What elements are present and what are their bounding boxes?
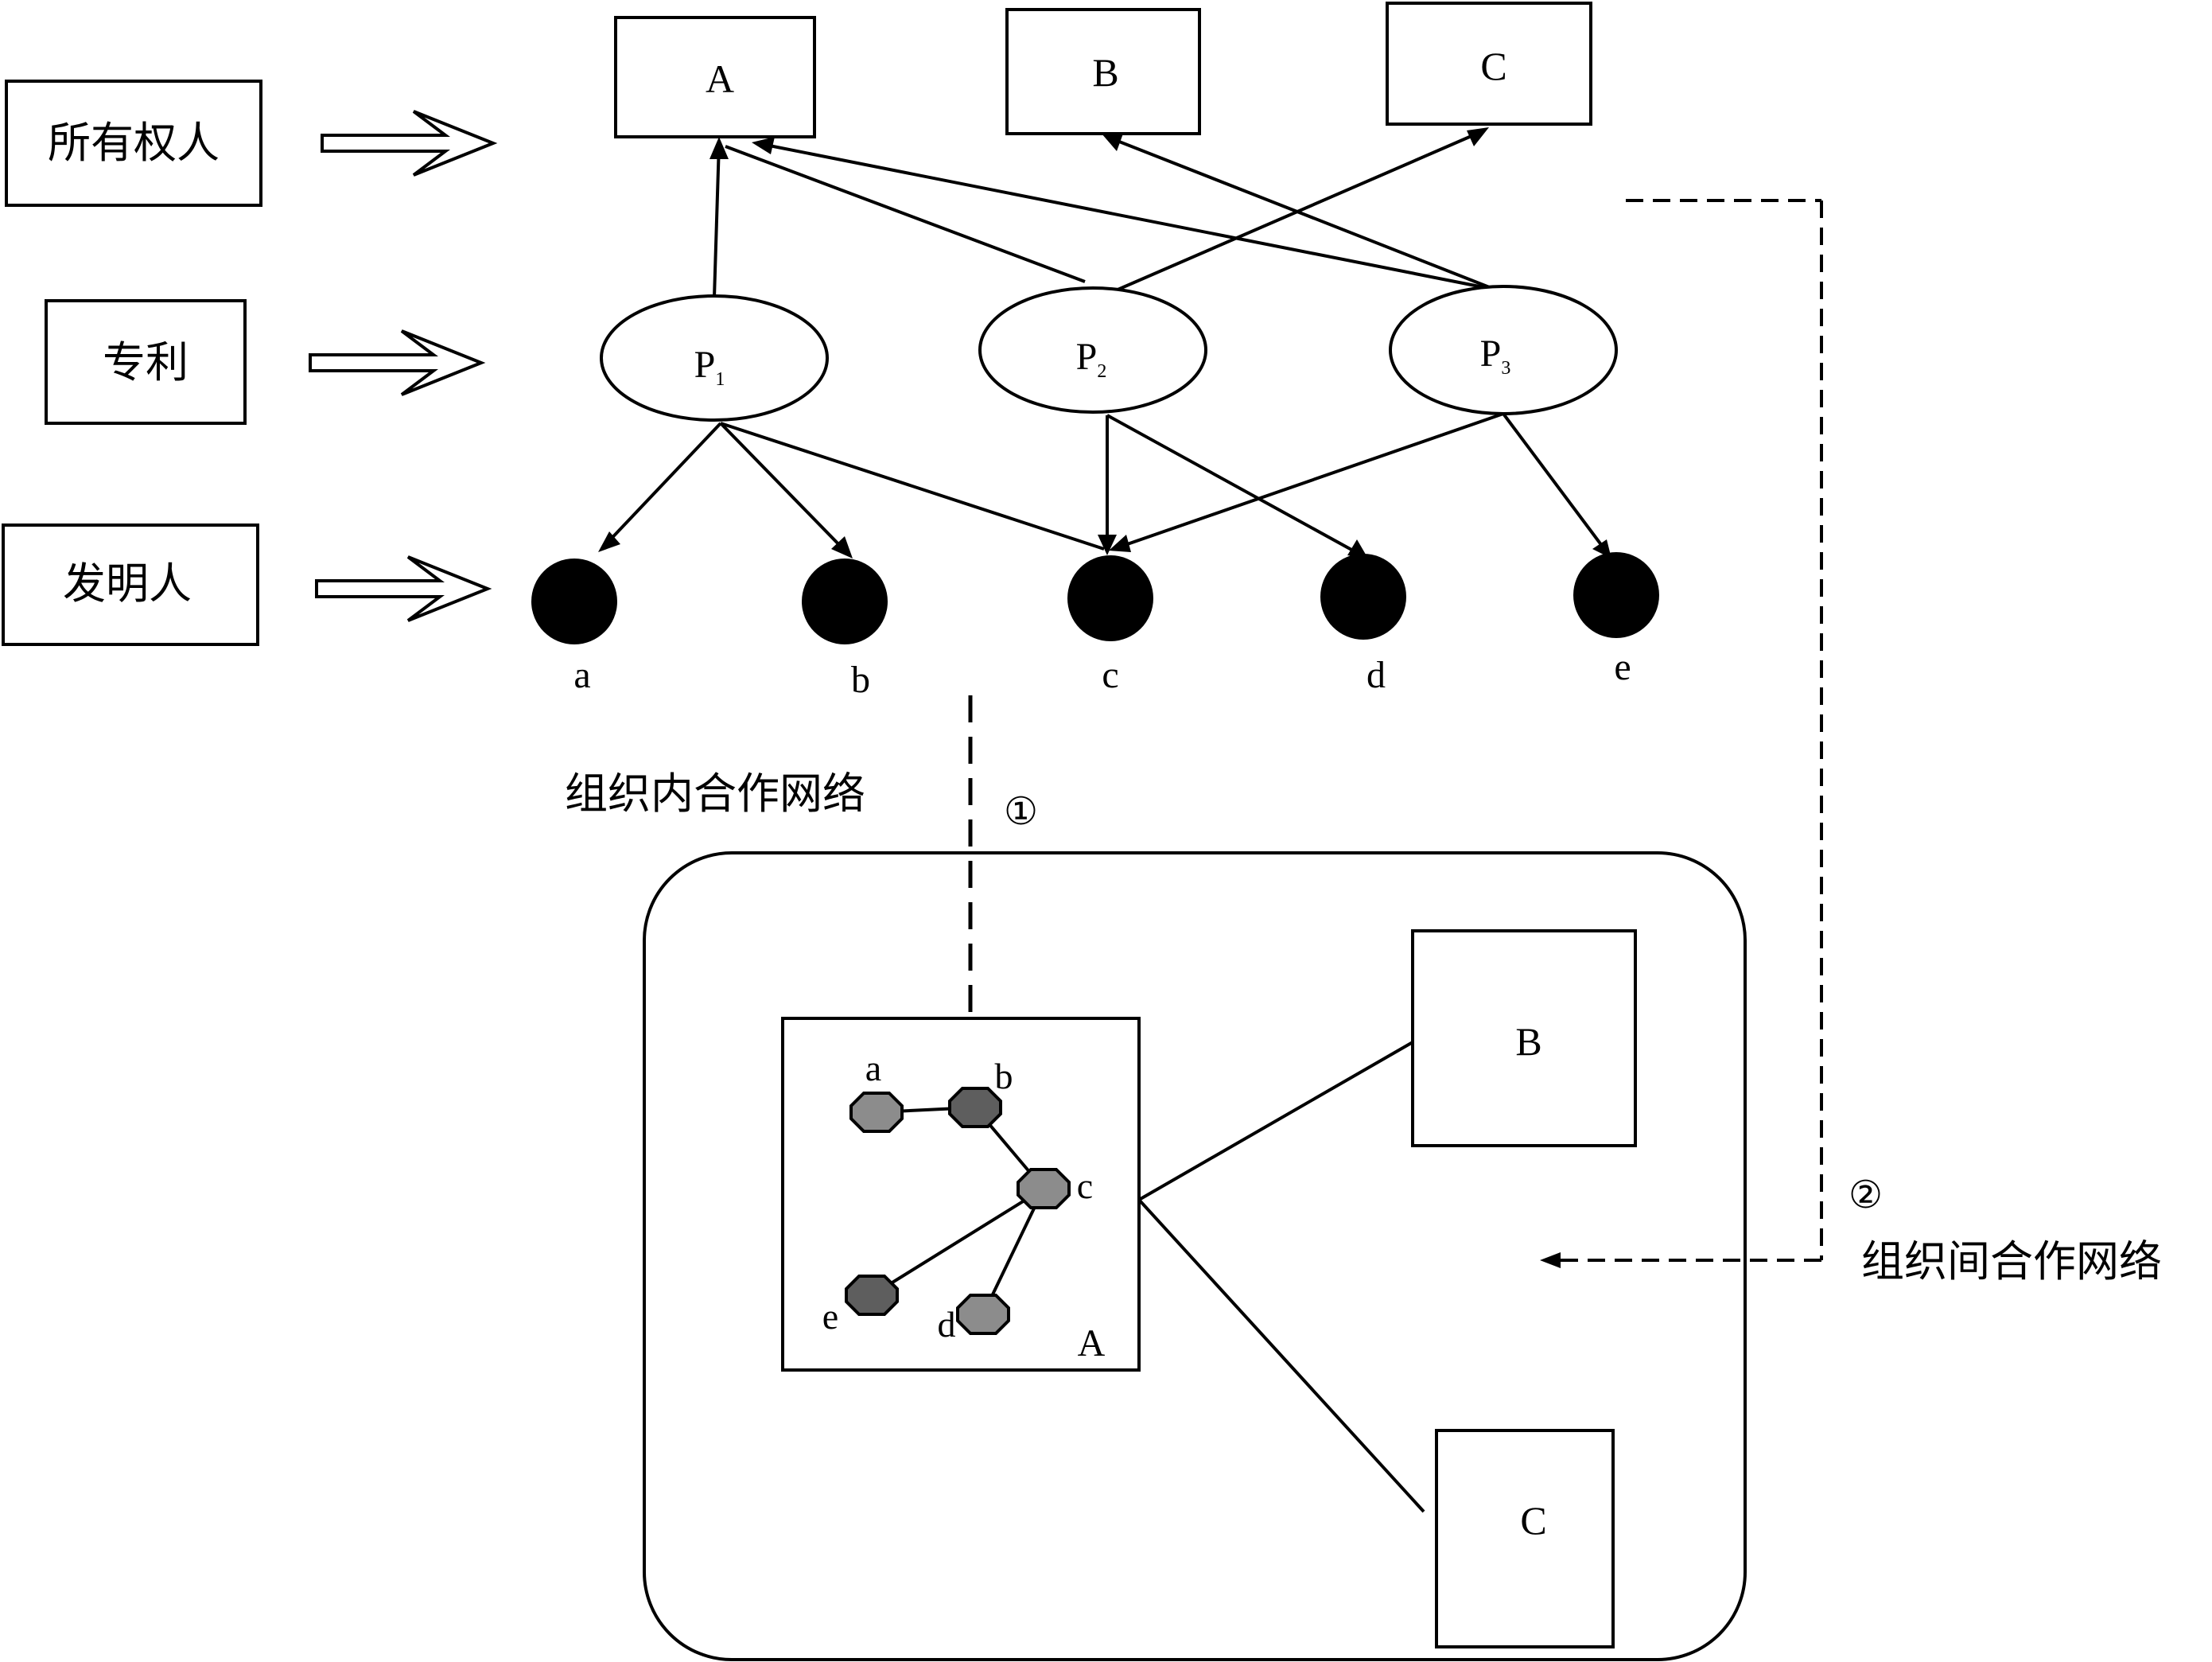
inner-org-b-label: B [1515,1019,1541,1064]
owner-box-b: B [1005,8,1201,135]
edges-patent-owner [709,127,1496,298]
network-container [643,851,1747,1661]
inventor-nodes: a b c d e [531,552,1659,701]
patent-p1-label: P1 [694,344,725,390]
edge-p3-c-inv [1113,412,1504,551]
layer-label-inventors: 发明人 [2,524,259,646]
layer-label-owners: 所有权人 [5,80,262,207]
inventor-node-e [1573,552,1659,638]
inventor-node-b [802,559,888,644]
edge-a-c [1137,1198,1425,1513]
patent-p2-label: P2 [1076,336,1107,382]
intra-network-label: 组织内合作网络 [565,769,865,819]
owner-label-c: C [1480,44,1506,88]
edge-p2-d-inv [1106,414,1363,557]
owner-label-a: A [706,56,734,101]
edges-patent-inventor [598,412,1611,559]
intra-network-marker: ① [1004,789,1038,834]
arrowhead-p3-a [752,137,775,154]
dashed-arrow-intra: 组织内合作网络 ① [565,695,1038,1061]
inventor-node-c [1067,555,1153,641]
edge-a-b [1138,1041,1413,1201]
inter-network-label: 组织间合作网络 [1861,1236,2162,1286]
layer-label-patents: 专利 [45,299,247,425]
hollow-arrow-owners [321,110,498,177]
inventor-label-b: b [851,659,870,701]
edge-node-c-e [870,1187,1045,1297]
patent-p3: P3 [1389,285,1618,415]
arrowhead-p2-c [1467,127,1489,146]
patent-p2: P2 [978,286,1207,414]
hollow-arrow-inventors [315,555,492,622]
edge-node-c-d [982,1188,1045,1315]
intra-node-label-b: b [995,1056,1013,1096]
edge-p3-a [756,142,1496,291]
inventor-label-c: c [1102,654,1118,696]
dashed-arrow-inter [1559,199,1823,1262]
edge-p1-a-inv [603,422,722,547]
intra-node-d [956,1294,1010,1335]
inner-org-a: A a b c e d [781,1017,1141,1372]
edge-p1-c-inv [720,422,1105,551]
inventor-node-d [1320,554,1406,640]
owner-box-c: C [1386,2,1592,126]
owners-label-text: 所有权人 [48,118,220,168]
intra-node-label-e: e [822,1296,838,1337]
inventor-label-d: d [1366,654,1386,696]
inner-org-b: B [1411,929,1637,1147]
inner-org-c: C [1435,1429,1615,1648]
patent-p1: P1 [600,294,829,422]
inter-network-marker: ② [1849,1173,1883,1217]
inventors-label-text: 发明人 [63,559,192,609]
edge-p1-b-inv [719,422,848,554]
arrowhead-p3-b [1102,134,1123,151]
hollow-arrow-patents [309,329,486,396]
inner-org-c-label: C [1520,1498,1546,1543]
edge-p1-a [713,142,721,298]
dashed-arrowhead-inter [1540,1252,1561,1268]
edge-p3-e-inv [1502,412,1608,554]
inner-org-a-label: A [1078,1322,1106,1364]
intra-node-e [845,1275,899,1316]
edge-p3-b [1106,135,1496,291]
inventor-label-a: a [573,654,590,696]
intra-node-label-d: d [938,1304,956,1345]
intra-node-c [1017,1168,1071,1209]
owner-label-b: B [1092,50,1118,95]
edge-p2-a [725,145,1086,283]
arrowhead-p1-a [709,137,729,159]
intra-node-a [849,1092,904,1133]
owner-box-a: A [614,16,816,138]
intra-node-label-c: c [1077,1166,1093,1206]
inventor-node-a [531,559,617,644]
intra-node-label-a: a [865,1048,881,1088]
patent-p3-label: P3 [1480,333,1511,379]
inter-org-edges [1137,1041,1425,1513]
patents-label-text: 专利 [103,337,189,387]
inventor-label-e: e [1614,646,1631,688]
intra-node-b [948,1087,1002,1128]
